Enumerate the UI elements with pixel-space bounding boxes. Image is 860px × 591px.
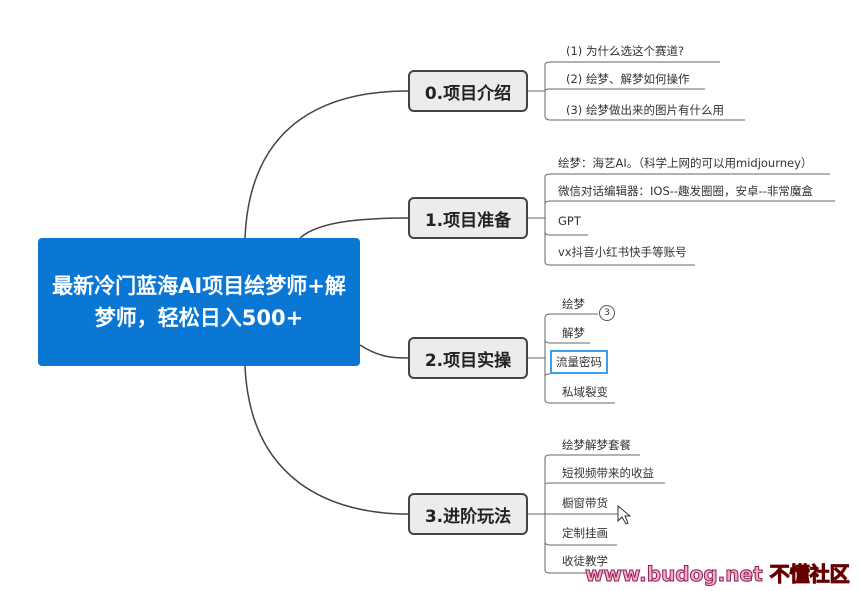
collapsed-count-badge[interactable]: 3 xyxy=(599,305,615,321)
watermark-url: www.budog.net xyxy=(585,562,764,587)
branch-intro[interactable]: 0.项目介绍 xyxy=(408,70,528,112)
root-topic[interactable]: 最新冷门蓝海AI项目绘梦师+解梦师，轻松日入500+ xyxy=(38,238,360,366)
leaf-item[interactable]: (2) 绘梦、解梦如何操作 xyxy=(566,72,690,86)
leaf-item[interactable]: (1) 为什么选这个赛道? xyxy=(566,44,685,58)
branch-prepare[interactable]: 1.项目准备 xyxy=(408,197,528,239)
leaf-item-selected[interactable]: 流量密码 xyxy=(550,350,608,374)
leaf-item[interactable]: 微信对话编辑器：IOS--趣发圈圈，安卓--非常魔盒 xyxy=(558,184,813,198)
branch-advanced[interactable]: 3.进阶玩法 xyxy=(408,493,528,535)
leaf-item[interactable]: vx抖音小红书快手等账号 xyxy=(558,245,687,259)
leaf-item[interactable]: 私域裂变 xyxy=(562,385,608,399)
leaf-item[interactable]: (3) 绘梦做出来的图片有什么用 xyxy=(566,103,724,117)
root-title: 最新冷门蓝海AI项目绘梦师+解梦师，轻松日入500+ xyxy=(52,274,346,330)
leaf-item[interactable]: 橱窗带货 xyxy=(562,496,608,510)
branch-practice[interactable]: 2.项目实操 xyxy=(408,337,528,379)
watermark: www.budog.net 不懂社区 xyxy=(585,558,851,587)
leaf-item[interactable]: GPT xyxy=(558,214,581,228)
leaf-item[interactable]: 解梦 xyxy=(562,326,585,340)
watermark-name: 不懂社区 xyxy=(769,562,850,587)
leaf-item[interactable]: 绘梦解梦套餐 xyxy=(562,438,631,452)
leaf-item[interactable]: 绘梦 xyxy=(562,297,585,311)
leaf-item[interactable]: 绘梦：海艺AI。（科学上网的可以用midjourney） xyxy=(558,156,813,170)
leaf-item[interactable]: 收徒教学 xyxy=(562,554,608,568)
leaf-item[interactable]: 定制挂画 xyxy=(562,526,608,540)
leaf-item[interactable]: 短视频带来的收益 xyxy=(562,466,654,480)
